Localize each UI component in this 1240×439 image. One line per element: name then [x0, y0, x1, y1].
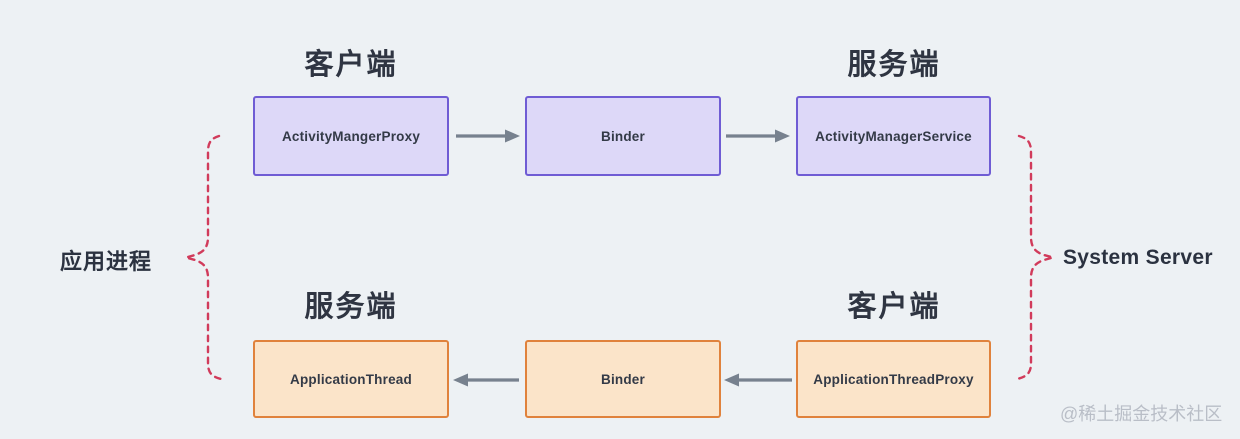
- box-activity-manager-service: ActivityManagerService: [796, 96, 991, 176]
- app-process-label: 应用进程: [60, 249, 153, 274]
- watermark: @稀土掘金技术社区: [1060, 404, 1223, 424]
- arrow-binder-to-service: [726, 129, 790, 143]
- arrow-proxy-to-binder-bottom: [724, 373, 792, 387]
- right-brace: [1015, 134, 1058, 381]
- box-binder-top: Binder: [525, 96, 721, 176]
- box-application-thread-proxy: ApplicationThreadProxy: [796, 340, 991, 418]
- top-client-heading: 客户端: [304, 49, 398, 81]
- bottom-server-heading: 服务端: [304, 291, 398, 323]
- top-server-heading: 服务端: [847, 49, 941, 81]
- box-activity-manger-proxy: ActivityMangerProxy: [253, 96, 449, 176]
- box-binder-bottom: Binder: [525, 340, 721, 418]
- box-application-thread: ApplicationThread: [253, 340, 449, 418]
- left-brace: [181, 134, 223, 381]
- system-server-label: System Server: [1063, 246, 1213, 269]
- bottom-client-heading: 客户端: [847, 291, 941, 323]
- arrow-binder-to-thread: [453, 373, 519, 387]
- arrow-proxy-to-binder: [456, 129, 520, 143]
